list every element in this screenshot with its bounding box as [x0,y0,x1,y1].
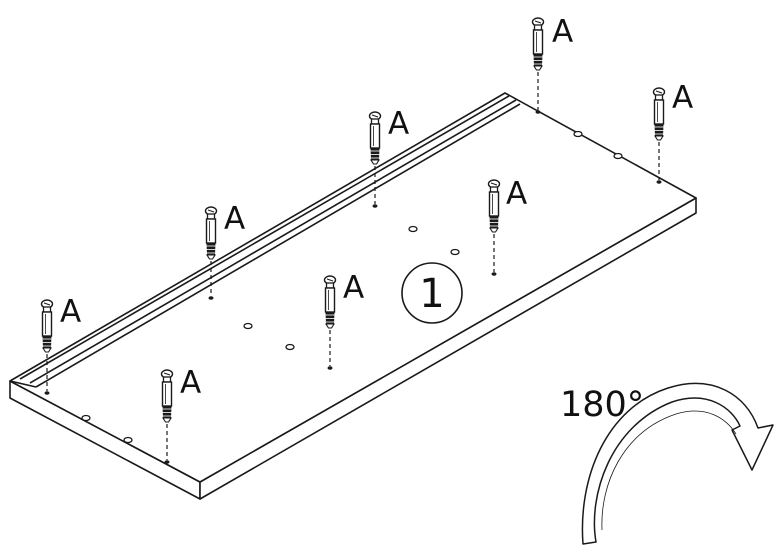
part-label-a: A [388,106,409,142]
board-groove-line [35,103,521,388]
board-groove-line [29,99,517,384]
target-hole [372,204,378,208]
rotation-arrow-icon [581,382,774,545]
step-number: 1 [419,271,444,317]
part-label-a: A [552,14,573,50]
cam-dowel-icon [368,111,382,165]
fastener-group: A A A A A [40,14,693,464]
hole [285,343,295,351]
target-hole [535,110,541,114]
fastener-a-5: A [204,201,245,300]
fastener-a-3: A [368,106,409,208]
board-holes [81,130,623,444]
hole [573,130,583,138]
cam-dowel-icon [487,179,501,233]
cam-dowel-icon [652,87,666,141]
hole [408,225,418,233]
hole [243,322,253,330]
cam-dowel-icon [323,275,337,329]
target-hole [208,296,214,300]
target-hole [327,366,333,370]
fastener-a-1: A [531,14,573,114]
cam-dowel-icon [40,299,54,353]
hole [450,248,460,256]
hole [81,414,91,422]
part-label-a: A [224,201,245,237]
board-top-face [9,92,697,483]
rotation-arrow-inner-line [601,410,737,531]
cam-dowel-icon [160,369,174,423]
part-label-a: A [60,294,81,330]
fastener-a-7: A [40,294,81,395]
fastener-a-4: A [487,176,527,276]
part-label-a: A [506,176,527,212]
target-hole [656,180,662,184]
cam-dowel-icon [204,206,218,260]
fastener-a-6: A [323,270,364,370]
part-label-a: A [180,365,201,401]
hole [123,436,133,444]
target-hole [164,460,170,464]
step-marker: 1 [401,262,463,324]
cam-dowel-icon [531,17,545,71]
target-hole [44,391,50,395]
hole [613,152,623,160]
target-hole [491,272,497,276]
board-panel [9,92,697,500]
part-label-a: A [343,270,364,306]
part-label-a: A [672,80,693,116]
step-circle-icon [401,262,463,324]
rotation-indicator: 180° [560,382,774,545]
fastener-a-8: A [160,365,201,464]
board-groove-end [9,380,37,388]
fastener-a-2: A [652,80,693,184]
board-groove-line [19,95,510,380]
